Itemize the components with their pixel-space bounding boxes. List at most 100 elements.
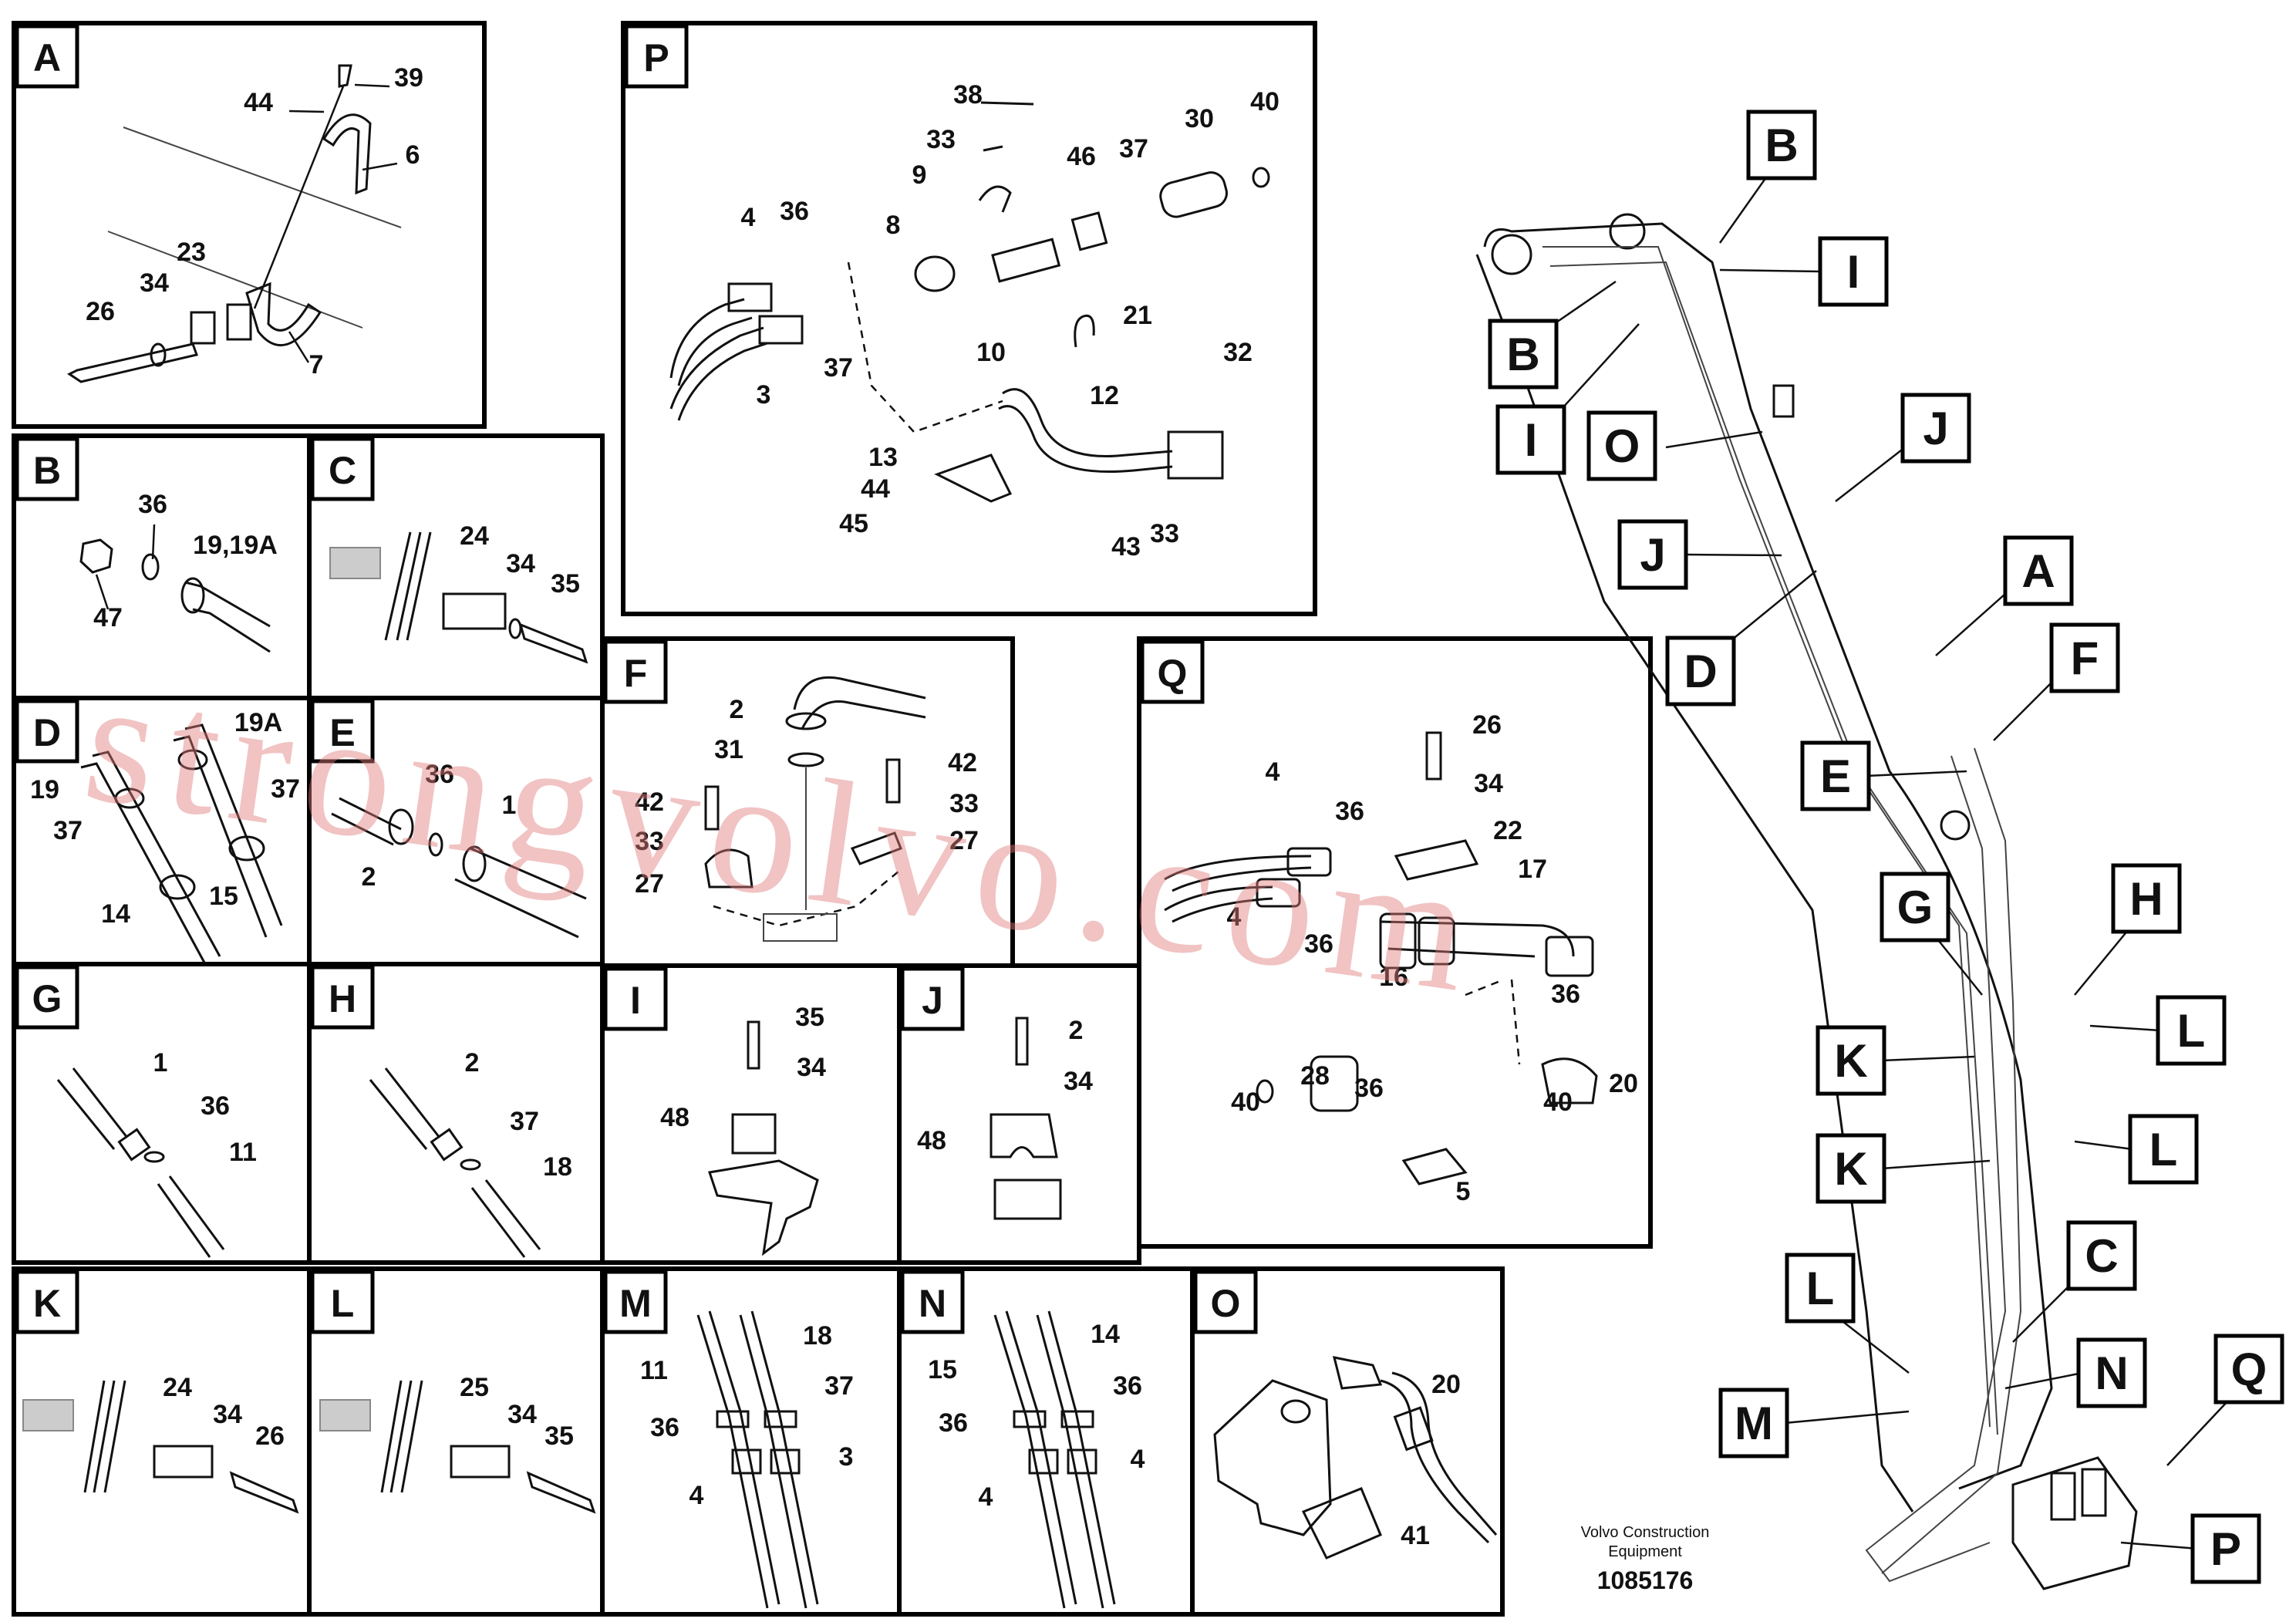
part-callout: 43 [1111, 532, 1141, 561]
part-callout: 18 [543, 1152, 572, 1182]
part-callout: 23 [177, 238, 206, 267]
overview-tag-letter: O [1604, 420, 1640, 472]
part-callout: 37 [271, 774, 300, 804]
part-callout: 27 [635, 869, 664, 899]
overview-tag-box [2066, 1220, 2137, 1291]
panel-mn-drawing [696, 1310, 1116, 1609]
part-callout: 9 [912, 160, 927, 190]
part-callout: 4 [1131, 1445, 1145, 1474]
panel-letter: Q [1158, 652, 1188, 695]
part-callout: 2 [1069, 1016, 1084, 1045]
panel-letter-box [900, 966, 965, 1031]
panel-letter-box [900, 1270, 965, 1334]
panel-letter-box [624, 24, 689, 89]
panel-b-drawing [79, 524, 271, 653]
part-callout: 48 [660, 1103, 689, 1132]
part-callout: 31 [714, 735, 743, 764]
panel-letter-box [1140, 639, 1205, 704]
part-callout: 2 [730, 695, 744, 724]
part-callout: 11 [229, 1138, 257, 1167]
part-callout: 36 [650, 1413, 679, 1442]
overview-tag-letter: L [2177, 1005, 2206, 1057]
overview-tag-letter: E [1820, 750, 1851, 802]
part-callout: 14 [1091, 1320, 1120, 1349]
panel-letter: J [922, 979, 943, 1022]
part-callout: 8 [886, 211, 901, 240]
part-callout: 47 [93, 603, 123, 632]
panel-e-drawing [331, 797, 587, 939]
panel-letter-box [1193, 1270, 1258, 1334]
overview-tag-box [2190, 1513, 2261, 1584]
panel-kl-drawing [22, 1380, 596, 1514]
part-callout: 28 [1300, 1061, 1330, 1091]
part-callout: 33 [1150, 519, 1179, 548]
part-callout: 36 [1354, 1074, 1384, 1103]
part-callout: 13 [868, 443, 898, 472]
overview-tag-letter: D [1684, 646, 1717, 697]
part-callout: 36 [780, 197, 809, 226]
part-callout: 34 [797, 1053, 826, 1082]
panel-letter-box [15, 24, 79, 89]
part-callout: 40 [1250, 87, 1279, 116]
part-callout: 41 [1401, 1521, 1430, 1550]
overview-tag-box [1800, 740, 1871, 811]
part-callout: 5 [1456, 1177, 1471, 1206]
overview-tag-box [1746, 110, 1817, 180]
overview-tag-box [2213, 1334, 2284, 1404]
panel-letter: E [329, 711, 355, 754]
panel-letter: I [630, 979, 641, 1022]
part-callout: 20 [1431, 1370, 1461, 1399]
panel-frame-q [1137, 636, 1653, 1249]
part-callout: 16 [1379, 963, 1408, 992]
panel-letter: O [1211, 1282, 1241, 1325]
part-callout: 37 [1119, 134, 1148, 164]
watermark: strongvolvo.com [75, 640, 1494, 1030]
panel-letter: B [33, 449, 61, 492]
panel-letter-box [310, 965, 375, 1030]
overview-tag-box [1586, 410, 1657, 481]
overview-tag-letter: P [2210, 1523, 2241, 1575]
overview-tag-letter: K [1834, 1035, 1867, 1087]
part-callout: 35 [551, 569, 580, 599]
overview-tag-box [2111, 863, 2182, 934]
overview-tag-box [1495, 404, 1566, 475]
panel-letter: G [32, 977, 62, 1020]
overview-tag-box [2128, 1114, 2199, 1185]
part-callout: 1 [502, 791, 517, 820]
overview-tag-letter: J [1640, 529, 1665, 581]
overview-tag-box [1816, 1025, 1886, 1096]
part-callout: 42 [635, 787, 664, 817]
part-callout: 36 [138, 490, 167, 519]
panel-letter: P [643, 36, 669, 79]
panel-letter: K [33, 1282, 61, 1325]
panel-frame-p [621, 21, 1317, 616]
part-callout: 3 [757, 380, 771, 410]
panel-letter: H [329, 977, 356, 1020]
part-callout: 6 [406, 140, 420, 170]
part-callout: 40 [1543, 1088, 1573, 1117]
part-callout: 4 [979, 1482, 993, 1512]
part-callout: 24 [460, 521, 489, 551]
part-callout: 40 [1231, 1088, 1260, 1117]
overview-leaders [1553, 177, 2230, 1550]
part-callout: 15 [209, 882, 238, 911]
part-callout: 7 [309, 350, 324, 379]
part-callout: 4 [741, 203, 756, 232]
part-callout: 4 [1227, 902, 1242, 932]
part-callout: 37 [53, 816, 83, 845]
part-callout: 17 [1518, 855, 1547, 884]
overview-tag-letter: M [1735, 1398, 1773, 1449]
overview-tag-letter: L [1806, 1263, 1835, 1314]
panel-q-drawing [1164, 731, 1598, 1185]
overview-tag-box [2003, 535, 2074, 606]
overview-tag-letter: B [1765, 120, 1798, 171]
part-callout: 36 [939, 1408, 968, 1438]
panel-frame-j [897, 963, 1141, 1265]
part-callout: 12 [1090, 381, 1119, 410]
overview-tag-letter: L [2149, 1124, 2178, 1175]
overview-tag-box [2156, 995, 2227, 1066]
panel-o-drawing [1213, 1356, 1498, 1560]
part-callout: 15 [928, 1355, 957, 1384]
